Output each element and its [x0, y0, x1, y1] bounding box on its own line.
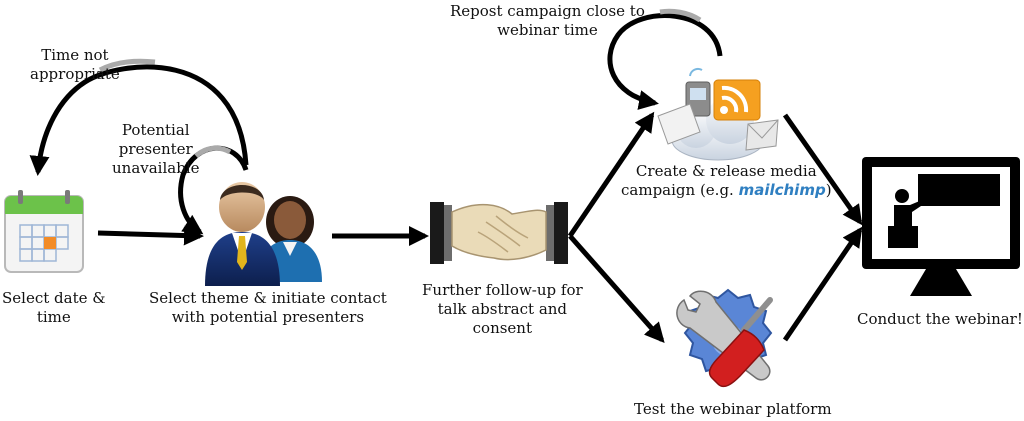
label-line: appropriate [30, 65, 120, 83]
webinar-monitor-icon [862, 157, 1020, 296]
label-line: Potential [121, 121, 190, 139]
label-line: Select theme & initiate contact [149, 289, 387, 307]
label-line: Conduct the webinar! [857, 310, 1023, 328]
arrow-date-to-theme [97, 225, 204, 246]
loop-repost-campaign [607, 8, 723, 110]
loop-presenter-unavailable [178, 145, 249, 235]
label-presenter-unavailable: Potential presenter unavailable [112, 121, 200, 178]
flow-arrows [97, 111, 863, 343]
label-select-date: Select date & time [2, 289, 106, 327]
label-line: Repost campaign close to [450, 2, 645, 20]
label-line: with potential presenters [171, 308, 365, 326]
arrow-media-to-conduct [782, 113, 863, 226]
label-test-platform: Test the webinar platform [634, 400, 832, 419]
media-campaign-icon [657, 67, 779, 161]
label-line: consent [472, 319, 532, 337]
label-line: Further follow-up for [422, 281, 583, 299]
presenters-icon [205, 182, 322, 286]
arrow-followup-to-media [567, 111, 655, 238]
label-line: Test the webinar platform [634, 400, 832, 418]
label-line: Select date & [2, 289, 106, 307]
label-line: presenter [118, 140, 193, 158]
tools-icon [676, 288, 773, 388]
label-line: talk abstract and [437, 300, 568, 318]
label-line: campaign (e.g. mailchimp) [621, 181, 832, 200]
label-time-not-appropriate: Time not appropriate [30, 46, 120, 84]
label-line: time [36, 308, 71, 326]
label-select-theme: Select theme & initiate contact with pot… [149, 289, 387, 327]
calendar-icon [4, 190, 84, 273]
label-suffix: ) [825, 181, 832, 199]
label-prefix: campaign (e.g. [621, 181, 739, 199]
label-media-campaign: Create & release media campaign (e.g. ma… [621, 162, 832, 200]
label-follow-up: Further follow-up for talk abstract and … [422, 281, 583, 338]
label-line: unavailable [112, 159, 200, 177]
arrow-test-to-conduct [782, 226, 863, 342]
label-line: Time not [41, 46, 109, 64]
label-line: Create & release media [635, 162, 817, 180]
label-repost-campaign: Repost campaign close to webinar time [450, 2, 645, 40]
arrow-followup-to-test [568, 234, 665, 343]
label-conduct-webinar: Conduct the webinar! [857, 310, 1023, 329]
handshake-icon [430, 202, 568, 264]
label-line: webinar time [497, 21, 598, 39]
mailchimp-logo: mailchimp [738, 181, 826, 199]
loop-time-not-appropriate [29, 58, 249, 176]
